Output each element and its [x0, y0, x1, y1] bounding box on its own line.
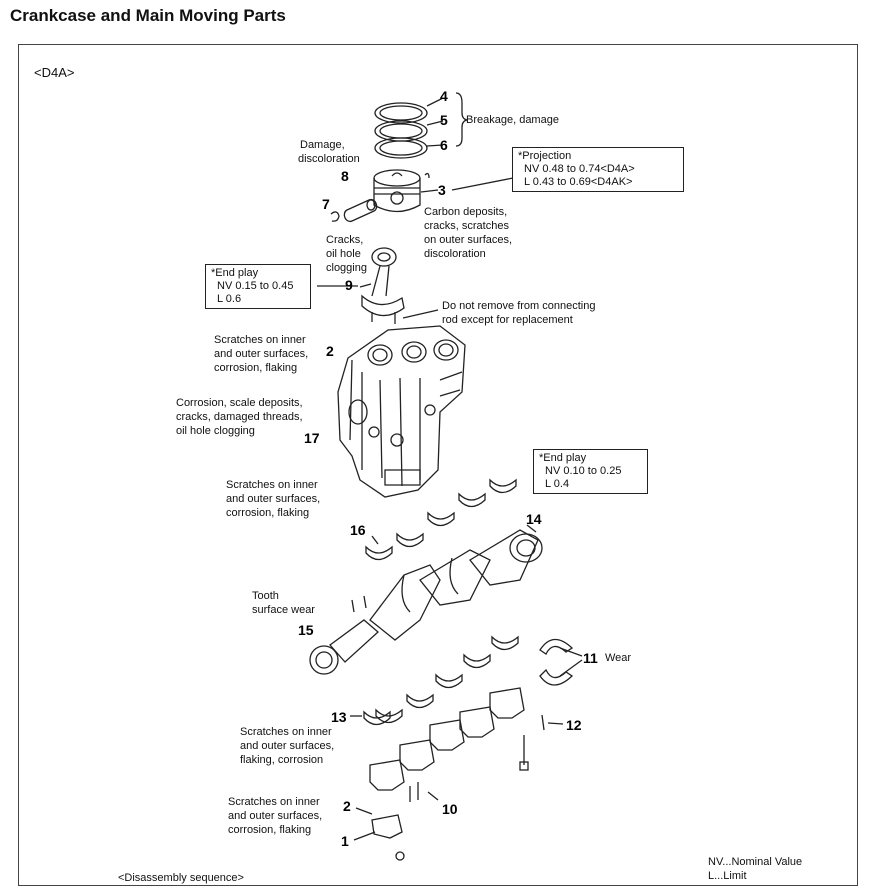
oil-ring — [374, 137, 428, 159]
callout-16: 16 — [350, 522, 366, 538]
note-donot-1: Do not remove from connecting — [442, 300, 596, 312]
note-scratch4-1: Scratches on inner — [228, 796, 320, 808]
note-scratch4-3: corrosion, flaking — [228, 824, 312, 836]
connecting-rod — [361, 247, 405, 324]
crankcase-block — [337, 325, 466, 498]
note-carbon-1: Carbon deposits, — [424, 206, 508, 218]
callout-10: 10 — [442, 801, 458, 817]
note-damage-2: discoloration — [298, 153, 360, 165]
crankshaft — [309, 529, 543, 675]
callout-4: 4 — [440, 88, 448, 104]
callout-7: 7 — [322, 196, 330, 212]
note-carbon-3: on outer surfaces, — [424, 234, 513, 246]
piston-pin — [343, 198, 378, 223]
spec-endplay-crank-l: L 0.4 — [545, 478, 570, 490]
note-wear: Wear — [605, 652, 632, 664]
spec-endplay-rod-title: *End play — [211, 267, 259, 279]
main-bearing-caps — [369, 687, 529, 802]
note-scratch4-2: and outer surfaces, — [228, 810, 323, 822]
spec-endplay-crank-title: *End play — [539, 452, 587, 464]
callout-15: 15 — [298, 622, 314, 638]
spec-projection-title: *Projection — [518, 150, 572, 162]
callout-11: 11 — [583, 650, 598, 666]
callout-5: 5 — [440, 112, 448, 128]
legend-limit: L...Limit — [708, 870, 747, 882]
note-corrosion-3: oil hole clogging — [176, 425, 255, 437]
spec-projection-box: *Projection NV 0.48 to 0.74<D4A> L 0.43 … — [512, 147, 684, 192]
piston-ring-top — [374, 102, 428, 124]
note-corrosion-1: Corrosion, scale deposits, — [176, 397, 303, 409]
note-cracks-3: clogging — [326, 262, 367, 274]
note-scratch2-3: corrosion, flaking — [226, 507, 310, 519]
legend-nominal-value: NV...Nominal Value — [708, 856, 803, 868]
note-scratch2-1: Scratches on inner — [226, 479, 318, 491]
spec-endplay-crank-box: *End play NV 0.10 to 0.25 L 0.4 — [533, 449, 648, 494]
disassembly-sequence-label: <Disassembly sequence> — [118, 872, 244, 884]
callout-2-lower: 2 — [343, 798, 351, 814]
callout-1: 1 — [341, 833, 349, 849]
page-title: Crankcase and Main Moving Parts — [10, 6, 286, 25]
note-carbon-4: discoloration — [424, 248, 486, 260]
bearing-cap-shells — [363, 710, 391, 726]
spec-projection-nv: NV 0.48 to 0.74<D4A> — [524, 163, 635, 175]
note-scratch3-1: Scratches on inner — [240, 726, 332, 738]
diagram-frame — [18, 44, 858, 886]
bearing-upper-row — [365, 478, 517, 561]
spec-projection-l: L 0.43 to 0.69<D4AK> — [524, 176, 633, 188]
note-scratch1-3: corrosion, flaking — [214, 362, 298, 374]
note-carbon-2: cracks, scratches — [424, 220, 509, 232]
note-cracks-1: Cracks, — [326, 234, 364, 246]
note-donot-2: rod except for replacement — [442, 314, 573, 326]
callout-12: 12 — [566, 717, 582, 733]
spec-endplay-crank-nv: NV 0.10 to 0.25 — [545, 465, 622, 477]
note-breakage: Breakage, damage — [466, 114, 559, 126]
callout-8: 8 — [341, 168, 349, 184]
note-scratch2-2: and outer surfaces, — [226, 493, 321, 505]
spec-endplay-rod-l: L 0.6 — [217, 293, 242, 305]
rear-bearing-cap — [371, 814, 405, 861]
callout-17: 17 — [304, 430, 320, 446]
spec-endplay-rod-nv: NV 0.15 to 0.45 — [217, 280, 294, 292]
callout-14: 14 — [526, 511, 542, 527]
spec-endplay-rod-box: *End play NV 0.15 to 0.45 L 0.6 — [205, 264, 311, 309]
callout-3: 3 — [438, 182, 446, 198]
callout-9: 9 — [345, 277, 353, 293]
snap-ring — [330, 211, 340, 222]
note-cracks-2: oil hole — [326, 248, 361, 260]
note-scratch3-3: flaking, corrosion — [240, 754, 324, 766]
model-tag: <D4A> — [34, 65, 75, 80]
piston — [373, 169, 430, 213]
note-damage-1: Damage, — [300, 139, 345, 151]
bearing-lower-row — [375, 635, 519, 724]
note-scratch1-1: Scratches on inner — [214, 334, 306, 346]
callout-13: 13 — [331, 709, 347, 725]
callout-2-upper: 2 — [326, 343, 334, 359]
thrust-washers — [539, 638, 574, 686]
note-tooth-2: surface wear — [252, 604, 315, 616]
callout-6: 6 — [440, 137, 448, 153]
note-scratch3-2: and outer surfaces, — [240, 740, 335, 752]
note-tooth-1: Tooth — [252, 590, 279, 602]
note-corrosion-2: cracks, damaged threads, — [176, 411, 303, 423]
note-scratch1-2: and outer surfaces, — [214, 348, 309, 360]
